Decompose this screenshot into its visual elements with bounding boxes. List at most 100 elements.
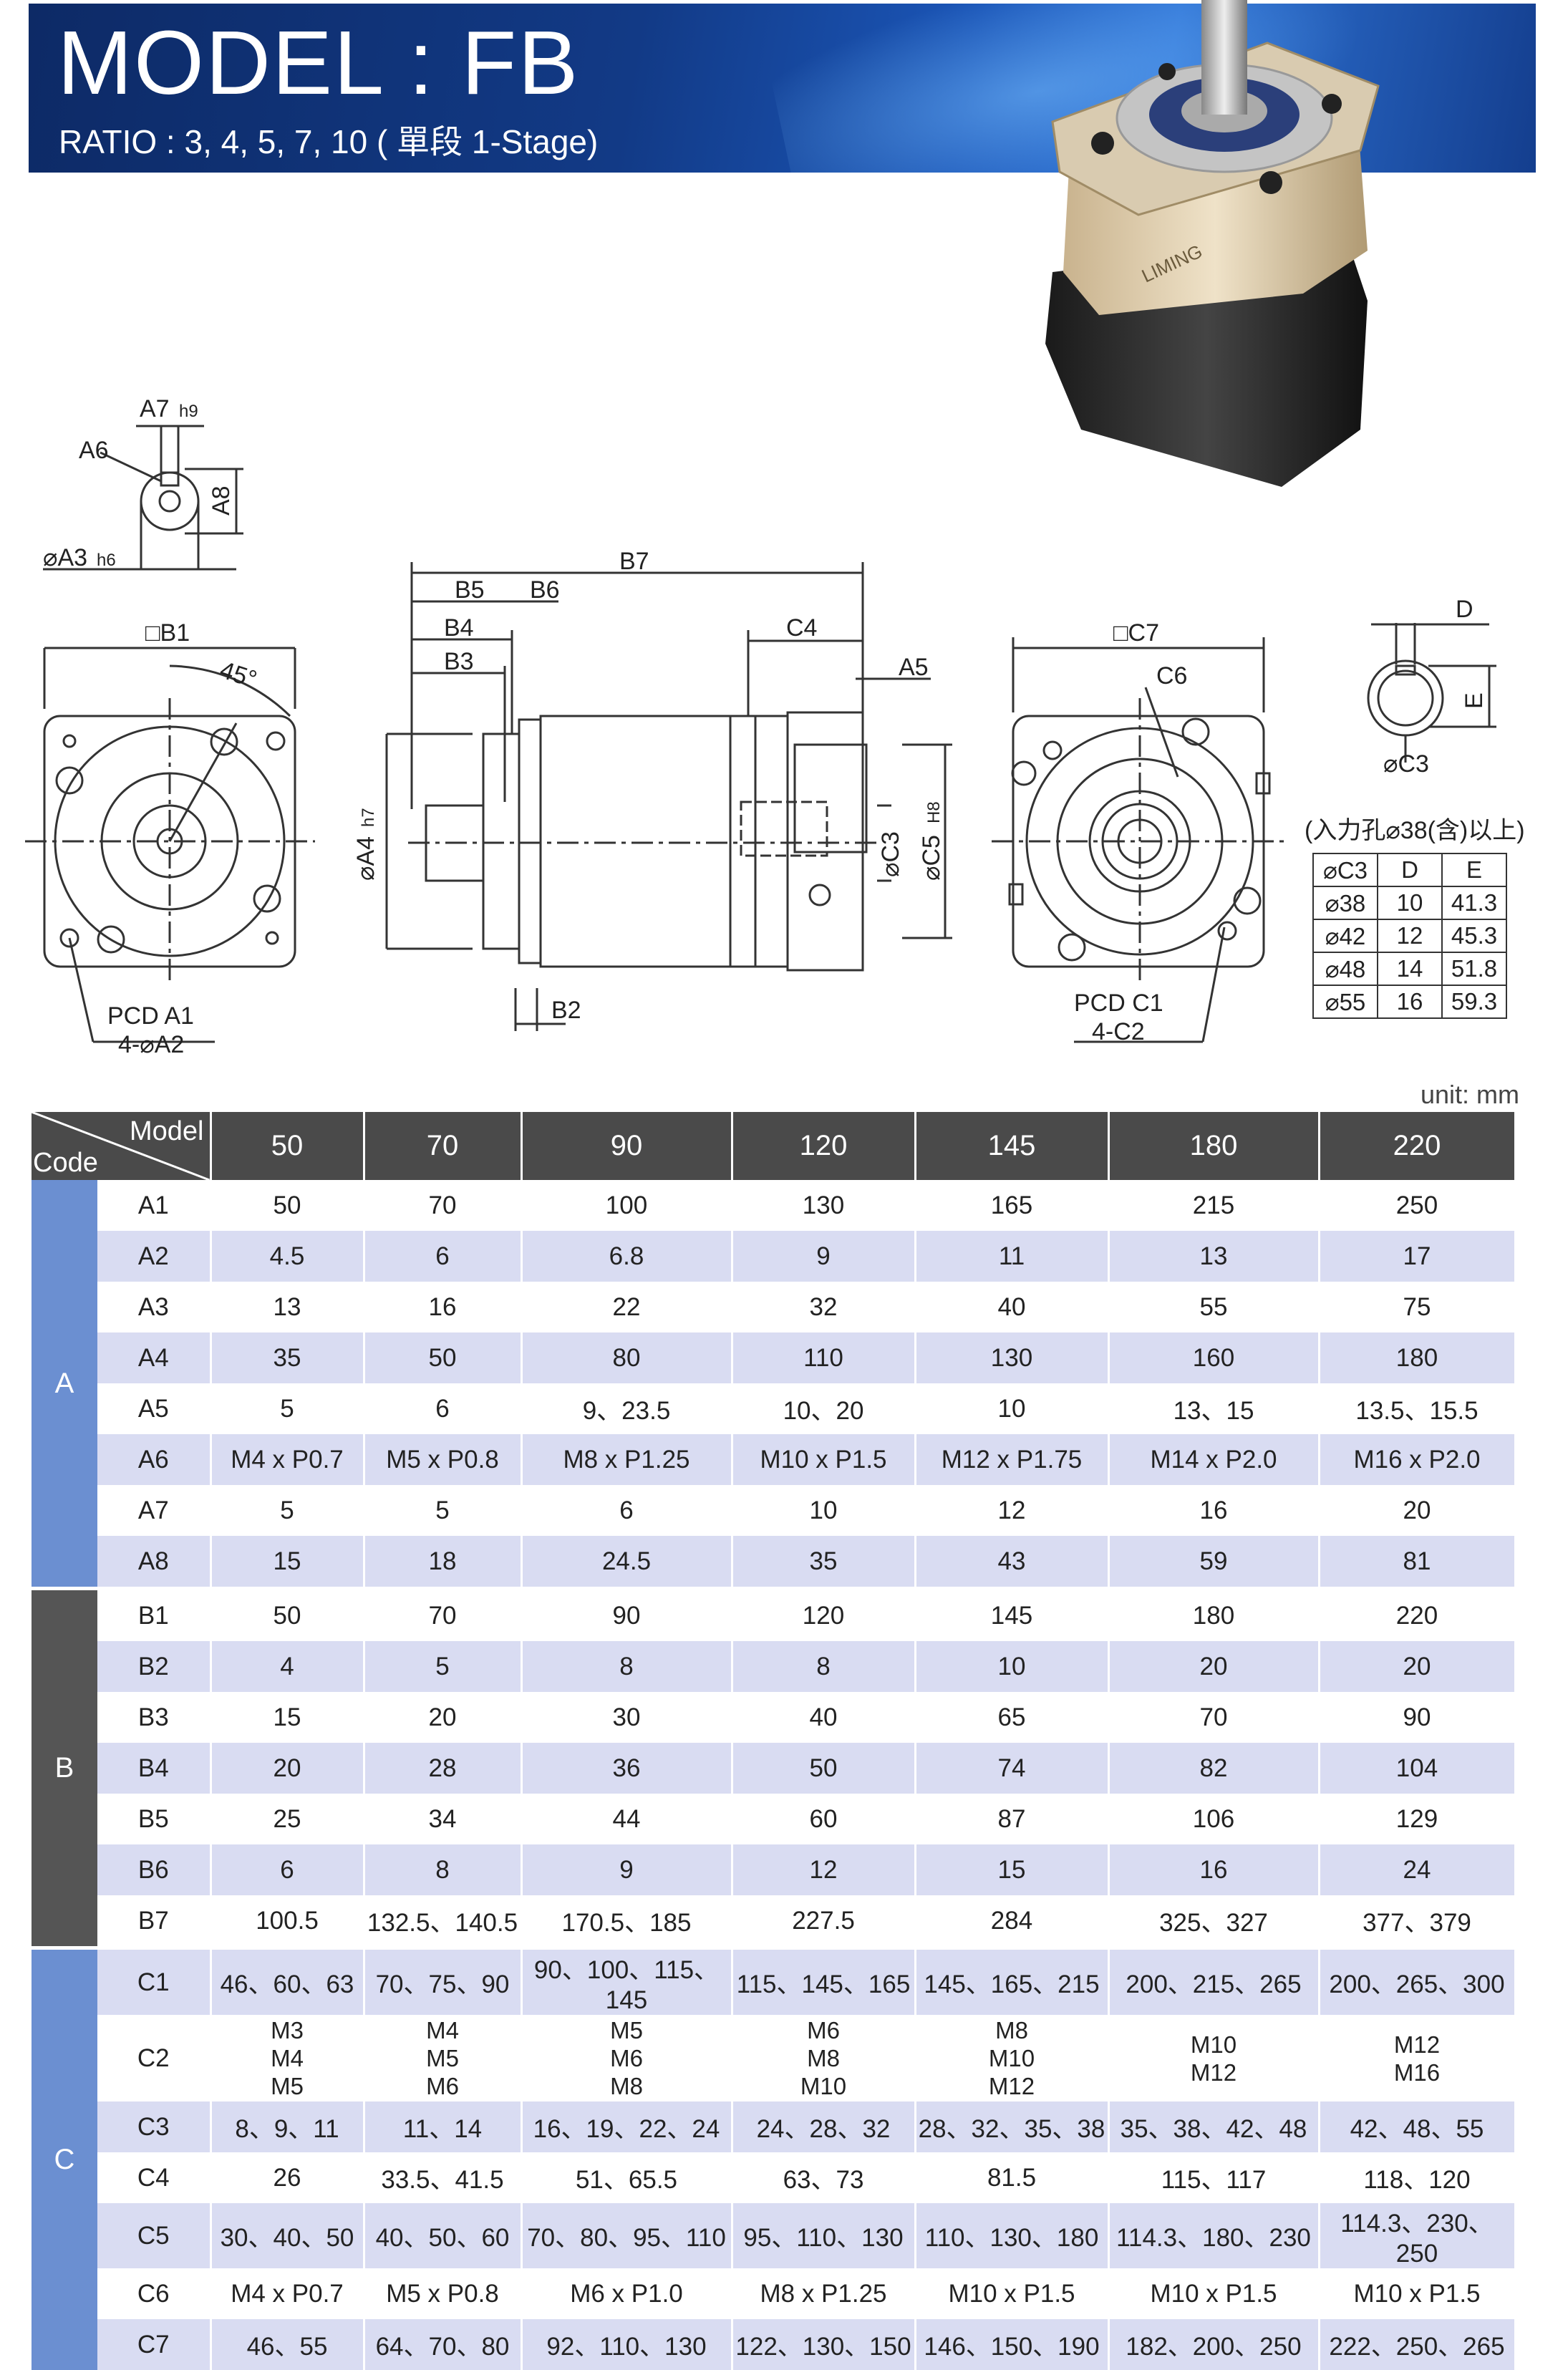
label-a4-tol: h7 (359, 808, 378, 827)
label-pcd-c1: PCD C1 (1074, 990, 1163, 1017)
table-cell: 25 (210, 1794, 364, 1844)
table-cell: 5 (210, 1383, 364, 1434)
table-cell: 9 (521, 1844, 732, 1895)
table-cell: 20 (364, 1692, 521, 1743)
label-b1: □B1 (145, 619, 190, 647)
table-cell: 15 (210, 1536, 364, 1589)
table-cell: 118、120 (1319, 2152, 1515, 2203)
table-cell: 12 (915, 1485, 1108, 1536)
table-cell: 110 (732, 1332, 915, 1383)
table-cell: 12 (732, 1844, 915, 1895)
table-cell: M6 M8 M10 (732, 2015, 915, 2101)
label-b3: B3 (444, 648, 474, 675)
label-b4: B4 (444, 614, 474, 642)
table-cell: 13 (1108, 1231, 1319, 1282)
label-a4: ⌀A4 (352, 836, 379, 881)
model-header: 120 (732, 1112, 915, 1180)
row-code: A6 (97, 1434, 210, 1485)
table-cell: 200、215、265 (1108, 1948, 1319, 2016)
row-code: C4 (97, 2152, 210, 2203)
table-cell: M8 M10 M12 (915, 2015, 1108, 2101)
label-a8: A8 (208, 485, 235, 516)
table-cell: 60 (732, 1794, 915, 1844)
table-cell: M10 M12 (1108, 2015, 1319, 2101)
table-cell: 74 (915, 1743, 1108, 1794)
table-cell: 10、20 (732, 1383, 915, 1434)
table-cell: 6.8 (521, 1231, 732, 1282)
table-cell: 8、9、11 (210, 2101, 364, 2152)
table-cell: 6 (210, 1844, 364, 1895)
table-cell: 18 (364, 1536, 521, 1589)
table-cell: 182、200、250 (1108, 2319, 1319, 2370)
table-cell: 70 (364, 1180, 521, 1231)
table-cell: 50 (364, 1332, 521, 1383)
mini-header: D (1378, 853, 1442, 886)
table-cell: M4 M5 M6 (364, 2015, 521, 2101)
table-cell: 11 (915, 1231, 1108, 1282)
table-cell: M8 x P1.25 (732, 2268, 915, 2319)
row-code: B3 (97, 1692, 210, 1743)
table-cell: 15 (915, 1844, 1108, 1895)
row-code: B4 (97, 1743, 210, 1794)
mini-cell: 12 (1378, 919, 1442, 952)
label-b7: B7 (619, 548, 649, 575)
table-cell: 215 (1108, 1180, 1319, 1231)
table-cell: 70、75、90 (364, 1948, 521, 2016)
table-cell: 180 (1319, 1332, 1515, 1383)
table-cell: 65 (915, 1692, 1108, 1743)
model-header: 220 (1319, 1112, 1515, 1180)
table-cell: 59 (1108, 1536, 1319, 1589)
table-cell: 28、32、35、38 (915, 2101, 1108, 2152)
table-cell: 50 (210, 1180, 364, 1231)
table-cell: 34 (364, 1794, 521, 1844)
table-cell: M14 x P2.0 (1108, 1434, 1319, 1485)
table-cell: 100 (521, 1180, 732, 1231)
label-holes-a2: 4-⌀A2 (118, 1031, 184, 1058)
row-code: A2 (97, 1231, 210, 1282)
model-header: 50 (210, 1112, 364, 1180)
input-hole-caption: (入力孔⌀38(含)以上) (1305, 811, 1525, 846)
label-c4: C4 (786, 614, 817, 642)
label-a3: ⌀A3 (43, 544, 87, 571)
table-cell: 20 (1319, 1641, 1515, 1692)
row-code: C7 (97, 2319, 210, 2370)
mini-cell: 45.3 (1442, 919, 1506, 952)
table-cell: 5 (364, 1485, 521, 1536)
table-cell: 120 (732, 1589, 915, 1642)
row-code: C5 (97, 2203, 210, 2268)
table-cell: 35 (210, 1332, 364, 1383)
table-cell: 30 (521, 1692, 732, 1743)
table-cell: 50 (210, 1589, 364, 1642)
row-code: A3 (97, 1282, 210, 1332)
table-cell: 130 (732, 1180, 915, 1231)
label-a7: A7 (140, 395, 170, 422)
table-cell: 250 (1319, 1180, 1515, 1231)
table-cell: 32 (732, 1282, 915, 1332)
table-cell: 220 (1319, 1589, 1515, 1642)
table-cell: 28 (364, 1743, 521, 1794)
table-cell: 20 (210, 1743, 364, 1794)
table-cell: 46、60、63 (210, 1948, 364, 2016)
row-code: A5 (97, 1383, 210, 1434)
table-cell: 10 (915, 1383, 1108, 1434)
model-label: Model (130, 1116, 204, 1147)
input-hole-table: ⌀C3 D E ⌀38 10 41.3 ⌀42 12 45.3 ⌀48 14 5… (1312, 853, 1507, 1019)
table-cell: 9 (732, 1231, 915, 1282)
row-code: C1 (97, 1948, 210, 2016)
model-code-corner: Model Code (32, 1112, 210, 1180)
table-cell: M10 x P1.5 (732, 1434, 915, 1485)
code-label: Code (33, 1148, 98, 1179)
table-cell: 90 (521, 1589, 732, 1642)
mini-cell: 51.8 (1442, 952, 1506, 985)
table-cell: 82 (1108, 1743, 1319, 1794)
table-cell: 40、50、60 (364, 2203, 521, 2268)
table-cell: 44 (521, 1794, 732, 1844)
table-cell: 129 (1319, 1794, 1515, 1844)
